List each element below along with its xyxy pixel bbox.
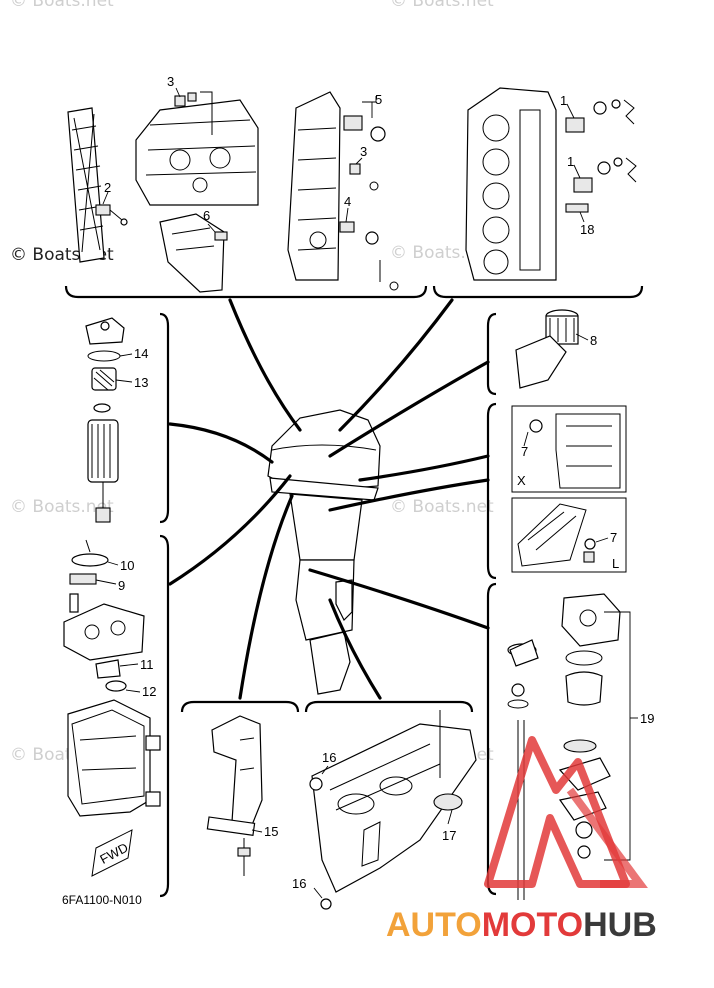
callout-14: 14 xyxy=(134,346,148,361)
callout-16b: 16 xyxy=(292,876,306,891)
fwd-label: FWD xyxy=(97,840,130,867)
callout-2: 2 xyxy=(104,180,111,195)
right-water-pump-bracket xyxy=(486,582,497,896)
gear-case-assembly: 17 16 16 xyxy=(292,710,477,910)
watermark-top-right: © Boats.net xyxy=(390,0,494,11)
callout-8: 8 xyxy=(590,333,597,348)
callout-10: 10 xyxy=(120,558,134,573)
right-views-bracket xyxy=(486,402,497,580)
callout-4: 4 xyxy=(344,194,351,209)
callout-1b: 1 xyxy=(567,154,574,169)
callout-16a: 16 xyxy=(322,750,336,765)
callout-15: 15 xyxy=(264,824,278,839)
callout-17: 17 xyxy=(442,828,456,843)
oil-filter-assembly: 8 xyxy=(515,309,597,389)
gasket-strip-assembly: 2 xyxy=(67,107,128,263)
view-l-box: 7 L xyxy=(511,497,627,573)
view-letter-l: L xyxy=(612,556,619,571)
vapor-separator-assembly: 10 9 11 12 FWD 6FA1100-N010 xyxy=(62,539,161,907)
svg-text:AUTOMOTOHUB: AUTOMOTOHUB xyxy=(386,906,657,944)
top-left-bracket xyxy=(64,285,428,299)
automotohub-logo: AUTOMOTOHUB xyxy=(386,736,657,944)
callout-1a: 1 xyxy=(560,93,567,108)
right-oil-filter-bracket xyxy=(486,312,497,396)
logo-moto-text: MOTO xyxy=(482,906,583,944)
watermark-left-2: © Boats.net xyxy=(10,497,114,517)
section-leaders xyxy=(168,298,490,700)
callout-7b: 7 xyxy=(610,530,617,545)
callout-6: 6 xyxy=(203,208,210,223)
callout-7a: 7 xyxy=(521,444,528,459)
outboard-motor xyxy=(267,409,381,695)
fuel-filter-assembly: 14 13 xyxy=(85,317,148,523)
watermark-top-left: © Boats.net xyxy=(10,0,114,11)
engine-block-top: 3 6 xyxy=(135,74,259,293)
callout-19: 19 xyxy=(640,711,654,726)
logo-auto-text: AUTO xyxy=(386,906,482,944)
watermark-right-2: © Boats.net xyxy=(390,497,494,517)
callout-9: 9 xyxy=(118,578,125,593)
bottom-left-bracket xyxy=(180,700,300,713)
callout-5: 5 xyxy=(375,92,382,107)
logo-triangle xyxy=(484,736,630,888)
callout-18: 18 xyxy=(580,222,594,237)
logo-hub-text: HUB xyxy=(583,906,657,944)
top-right-bracket xyxy=(432,285,644,299)
cylinder-head: 1 1 18 xyxy=(465,87,637,281)
engine-side-plate: 5 3 4 xyxy=(287,91,399,291)
callout-3b: 3 xyxy=(360,144,367,159)
left-upper-bracket xyxy=(159,312,170,524)
view-x-box: 7 X xyxy=(511,405,627,493)
bottom-mid-bracket xyxy=(304,700,474,713)
bracket-anode-assembly: 15 xyxy=(206,715,278,876)
callout-3a: 3 xyxy=(167,74,174,89)
callout-12: 12 xyxy=(142,684,156,699)
callout-11: 11 xyxy=(140,657,154,672)
diagram-code: 6FA1100-N010 xyxy=(62,893,142,907)
view-letter-x: X xyxy=(517,473,526,488)
callout-13: 13 xyxy=(134,375,148,390)
left-lower-bracket xyxy=(159,534,170,898)
